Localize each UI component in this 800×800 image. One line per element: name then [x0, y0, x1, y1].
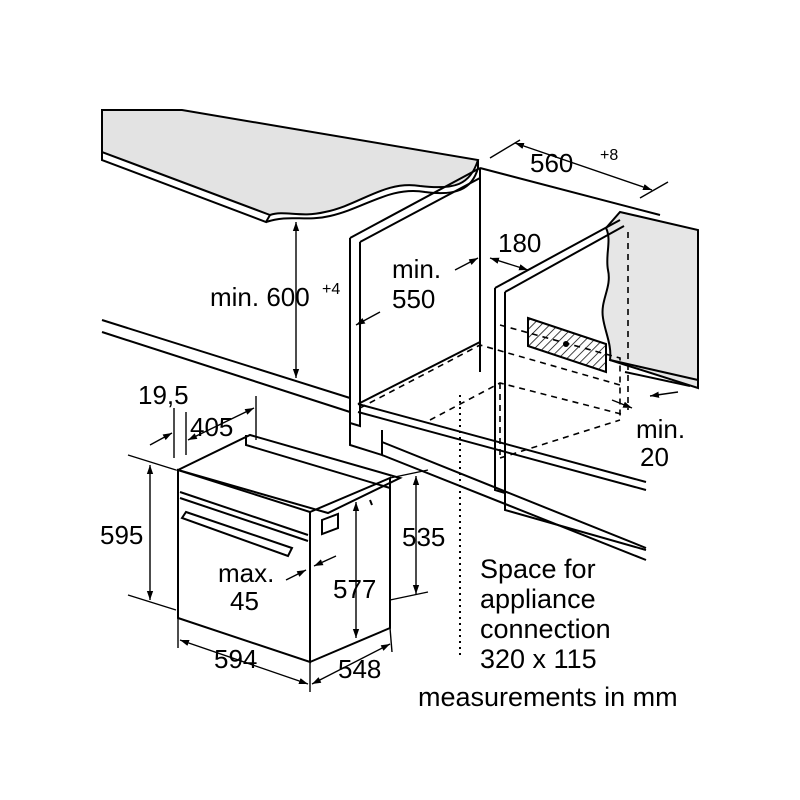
dimension-labels: 560 +8 180 min. 600 +4 min. 550 min. 20 …	[100, 147, 685, 684]
wall-right	[601, 210, 699, 390]
label-body-height: 577	[333, 574, 376, 604]
label-niche-depth-1: min.	[392, 254, 441, 284]
label-oven-height: 595	[100, 520, 143, 550]
label-side-height: 535	[402, 522, 445, 552]
label-niche-depth-2: 550	[392, 284, 435, 314]
label-niche-width-tol: +8	[600, 147, 618, 164]
oven-door-handle	[180, 510, 294, 558]
label-niche-width: 560	[530, 148, 573, 178]
note-units: measurements in mm	[418, 682, 678, 712]
cabinet-niche	[101, 109, 699, 658]
label-niche-height: min. 600	[210, 282, 310, 312]
label-handle-depth-2: 45	[230, 586, 259, 616]
label-panel-thickness: 19,5	[138, 380, 189, 410]
label-oven-width: 594	[214, 644, 257, 674]
label-niche-height-tol: +4	[322, 281, 340, 298]
note-connection-2: appliance	[480, 584, 596, 614]
label-oven-depth: 548	[338, 654, 381, 684]
dimension-lines	[127, 139, 679, 692]
label-rear-gap: 180	[498, 228, 541, 258]
label-floor-gap-1: min.	[636, 414, 685, 444]
label-floor-gap-2: 20	[640, 442, 669, 472]
oven-appliance	[175, 433, 403, 664]
note-connection-3: connection	[480, 614, 611, 644]
worktop-left	[101, 109, 480, 217]
note-connection-4: 320 x 115	[480, 644, 597, 674]
note-connection-1: Space for	[480, 554, 596, 584]
label-handle-depth-1: max.	[218, 558, 274, 588]
oven-knob	[321, 512, 339, 536]
label-door-offset: 405	[190, 412, 233, 442]
installation-notes: Space for appliance connection 320 x 115…	[418, 554, 678, 712]
